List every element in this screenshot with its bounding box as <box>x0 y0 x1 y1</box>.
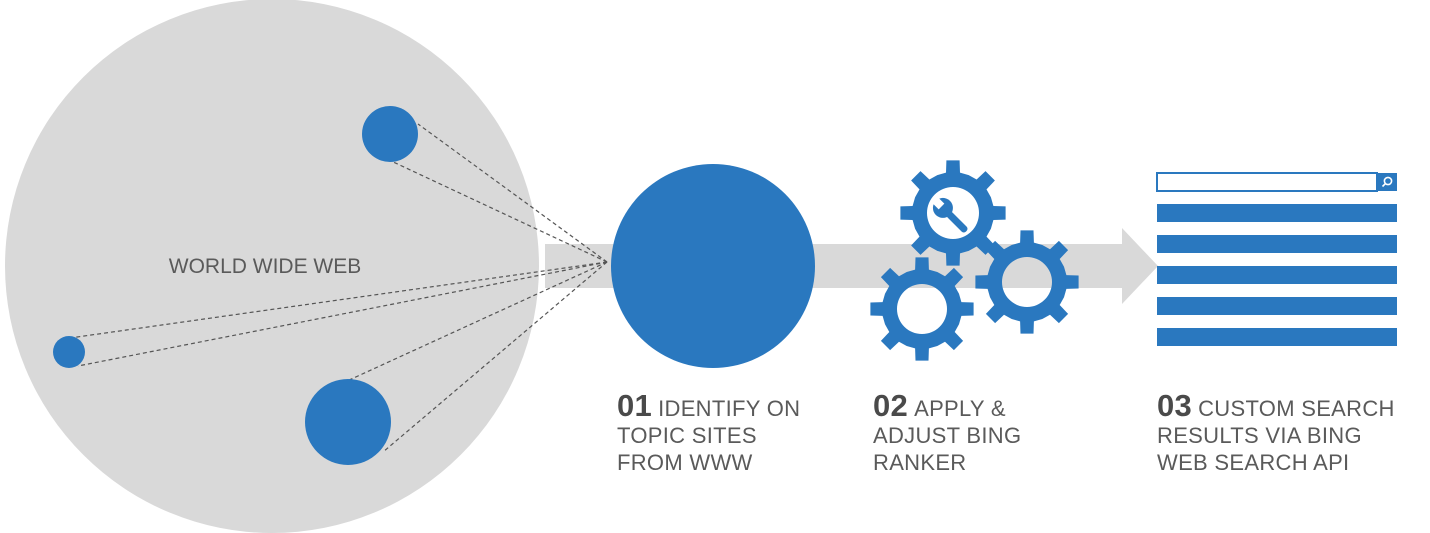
site-node-top <box>362 106 418 162</box>
search-icon <box>1381 176 1393 188</box>
step-3-line-2: RESULTS VIA BING <box>1157 423 1362 448</box>
step-3-line-1: CUSTOM SEARCH <box>1198 396 1395 421</box>
result-bar-1 <box>1157 204 1397 222</box>
step-2-line-1: APPLY & <box>914 396 1006 421</box>
step-3-number: 03 <box>1157 388 1193 423</box>
site-node-left <box>53 336 85 368</box>
result-bar-2 <box>1157 235 1397 253</box>
result-bar-5 <box>1157 328 1397 346</box>
step-1-line-2: TOPIC SITES <box>617 423 757 448</box>
result-bar-4 <box>1157 297 1397 315</box>
world-wide-web-label: WORLD WIDE WEB <box>169 255 362 278</box>
search-button[interactable] <box>1377 173 1397 191</box>
search-results-panel <box>1156 172 1397 346</box>
result-bar-3 <box>1157 266 1397 284</box>
gear-icon <box>870 160 1079 361</box>
dashed-connectors <box>69 123 608 453</box>
step-1-line-1: IDENTIFY ON <box>658 396 801 421</box>
site-node-bottom <box>305 379 391 465</box>
step-2-line-3: RANKER <box>873 450 967 475</box>
step-1-number: 01 <box>617 388 653 423</box>
wrench-icon <box>930 195 968 233</box>
step-2-number: 02 <box>873 388 909 423</box>
topic-sites-circle <box>611 164 815 368</box>
step-2-line-2: ADJUST BING <box>873 423 1022 448</box>
search-input[interactable] <box>1156 172 1378 192</box>
step-3-line-3: WEB SEARCH API <box>1157 450 1350 475</box>
step-1-line-3: FROM WWW <box>617 450 753 475</box>
